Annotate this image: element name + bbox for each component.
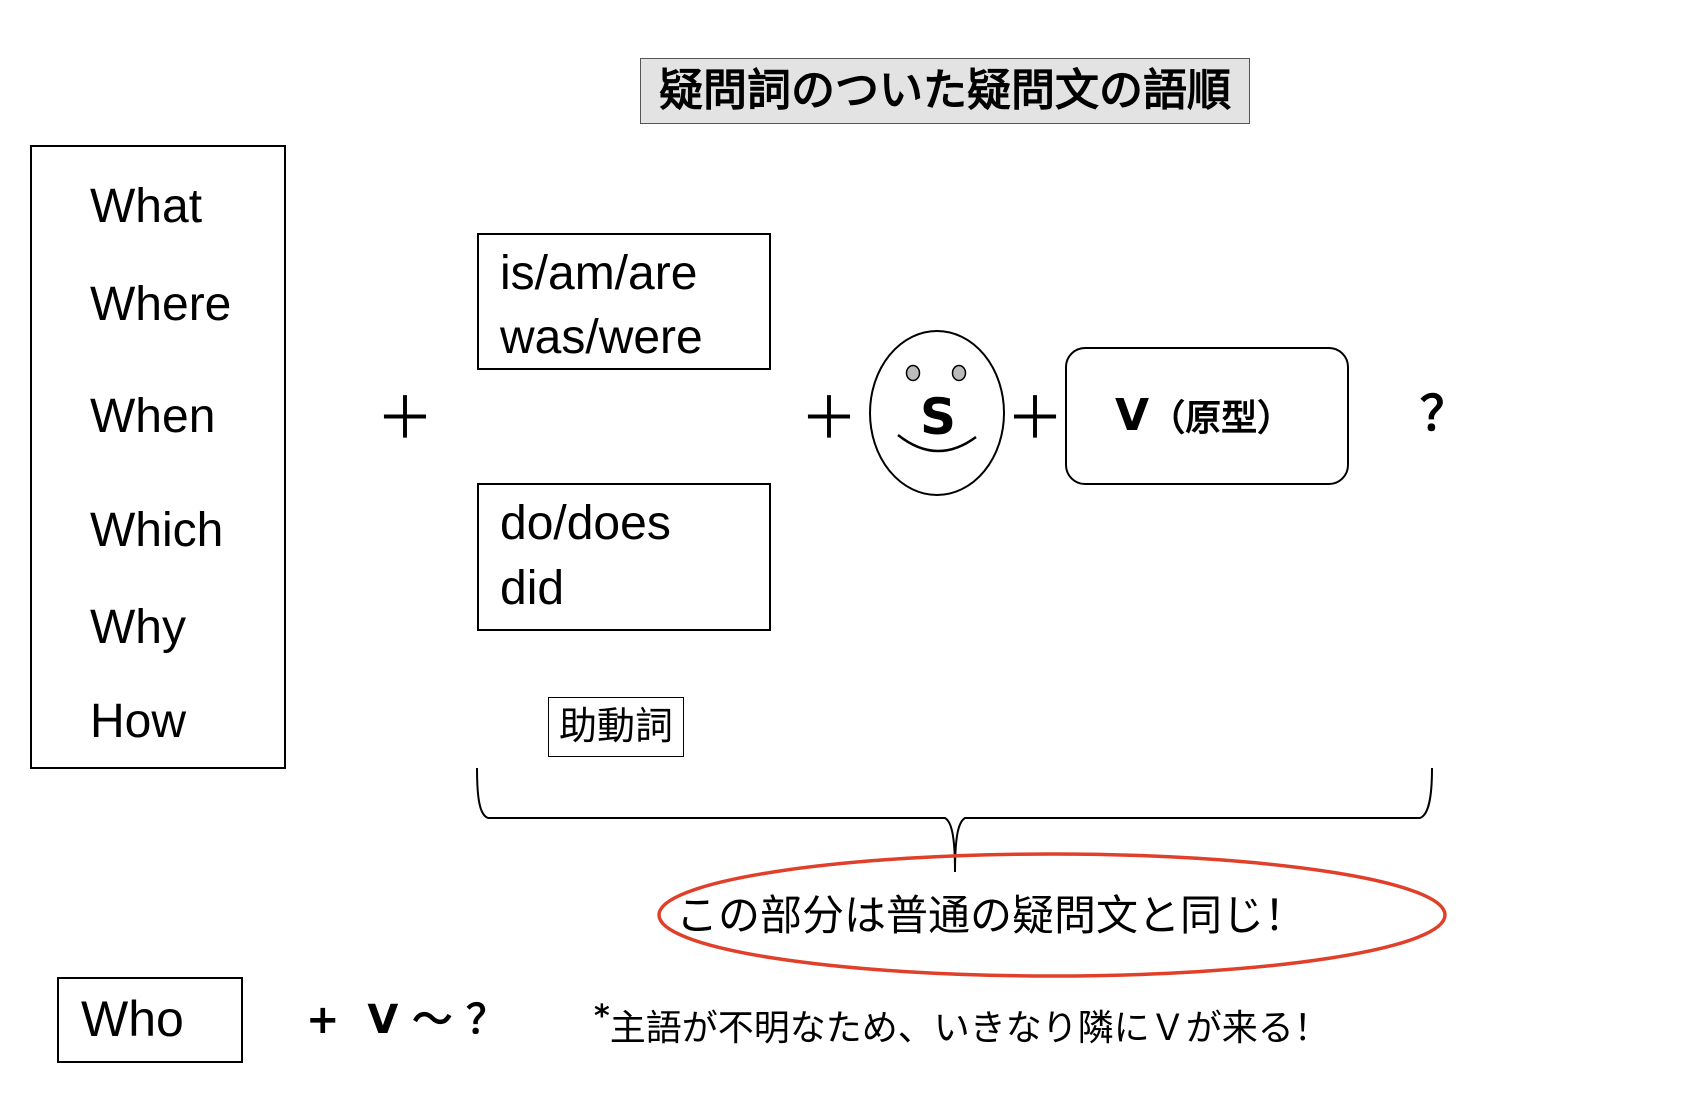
page-title: 疑問詞のついた疑問文の語順 bbox=[640, 58, 1250, 124]
verb-symbol: V bbox=[1115, 390, 1150, 441]
who-box: Who bbox=[57, 977, 243, 1063]
question-mark: ？ bbox=[1420, 386, 1469, 442]
be-verb-past: was/were bbox=[500, 311, 703, 364]
verb-base-form-note: （原型） bbox=[1149, 398, 1294, 439]
plus-sign-1: ＋ bbox=[376, 384, 435, 452]
verb-box: V（原型） bbox=[1065, 347, 1349, 485]
curly-brace bbox=[476, 767, 1433, 873]
smiley-face-icon bbox=[869, 330, 1005, 496]
same-as-regular-question-note: この部分は普通の疑問文と同じ！ bbox=[676, 891, 1307, 940]
wh-word-why: Why bbox=[90, 601, 186, 654]
wh-word-when: When bbox=[90, 390, 216, 443]
note-text: 主語が不明なため、いきなり隣にＶが来る！ bbox=[609, 1008, 1330, 1049]
wh-word-box bbox=[30, 145, 286, 769]
who-explanation-note: *主語が不明なため、いきなり隣にＶが来る！ bbox=[594, 1002, 1330, 1047]
wh-word-how: How bbox=[90, 695, 187, 748]
do-verb-past: did bbox=[500, 562, 565, 615]
do-verb-present: do/does bbox=[500, 497, 671, 550]
wh-word-where: Where bbox=[90, 278, 232, 331]
auxiliary-verb-label: 助動詞 bbox=[548, 697, 684, 757]
subject-symbol: S bbox=[920, 388, 957, 446]
plus-sign-3: ＋ bbox=[1006, 384, 1065, 452]
do-verb-box bbox=[477, 483, 771, 631]
be-verb-box bbox=[477, 233, 771, 370]
be-verb-present: is/am/are bbox=[500, 247, 698, 300]
callout-ellipse bbox=[657, 852, 1447, 978]
wh-word-what: What bbox=[90, 180, 203, 233]
note-asterisk: * bbox=[594, 999, 610, 1034]
wh-word-which: Which bbox=[90, 504, 224, 557]
plus-sign-2: ＋ bbox=[800, 384, 859, 452]
who-formula: + V 〜 ？ bbox=[306, 997, 507, 1043]
